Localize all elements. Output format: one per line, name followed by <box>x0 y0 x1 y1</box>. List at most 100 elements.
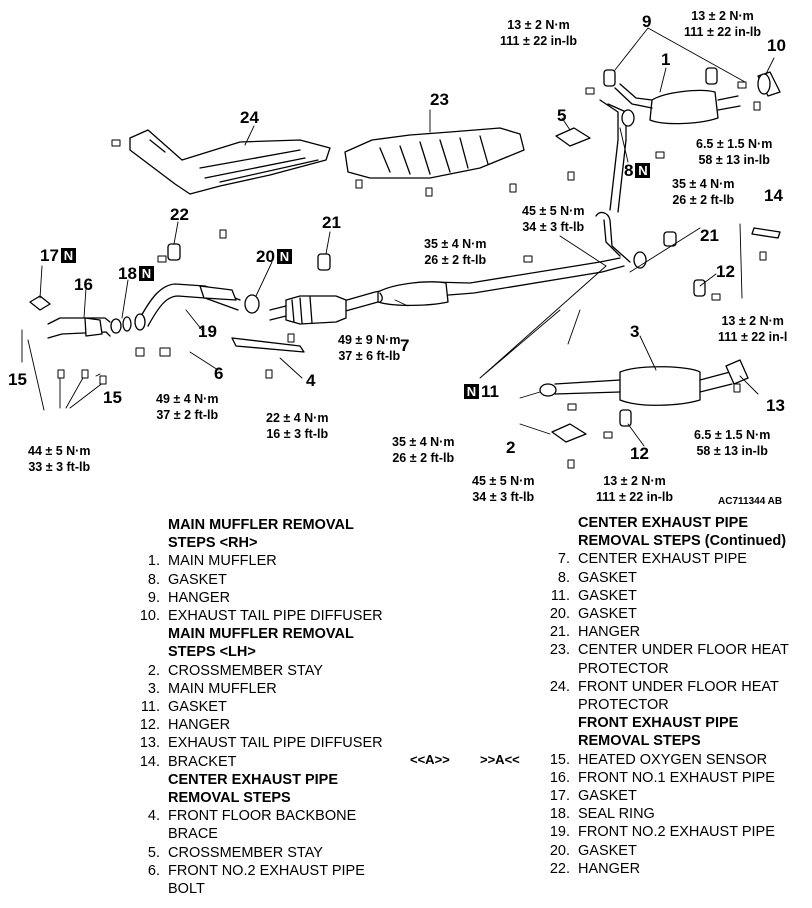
item-number: 22. <box>549 860 570 877</box>
callout-7: 7 <box>400 336 410 355</box>
list-heading: MAIN MUFFLER REMOVAL <box>130 625 410 643</box>
figure-code: AC711344 AB <box>718 496 783 507</box>
backbone-brace-4 <box>231 337 305 353</box>
item-text: HANGER <box>168 589 231 606</box>
item-text: GASKET <box>578 842 637 859</box>
hanger-21-front <box>317 253 331 271</box>
list-heading: STEPS <LH> <box>130 643 410 661</box>
hanger-9a <box>603 69 616 87</box>
item-text: FRONT UNDER FLOOR HEAT <box>578 678 779 695</box>
item-number <box>130 825 168 843</box>
item-number <box>540 532 578 550</box>
item-text: PROTECTOR <box>578 660 669 677</box>
callout-9: 9 <box>642 12 652 31</box>
list-item: 11.GASKET <box>540 587 812 605</box>
callout-15: 15 <box>103 388 122 407</box>
hanger-9b <box>705 67 718 85</box>
callout-1: 1 <box>661 50 671 69</box>
leader-lines <box>21 27 775 447</box>
item-number <box>540 660 578 678</box>
exhaust-parts-drawing <box>21 27 781 469</box>
list-item: 21.HANGER <box>540 623 812 641</box>
item-number: 8. <box>147 571 160 588</box>
list-item: 1.MAIN MUFFLER <box>130 552 410 570</box>
callout-22: 22 <box>170 205 189 224</box>
list-item: BRACE <box>130 825 410 843</box>
list-item: BOLT <box>130 880 410 898</box>
item-number: 7. <box>557 551 570 568</box>
item-text: REMOVAL STEPS <box>168 790 291 807</box>
list-item: 24.FRONT UNDER FLOOR HEAT <box>540 678 812 696</box>
item-number <box>540 732 578 750</box>
list-heading: REMOVAL STEPS <box>130 789 410 807</box>
item-text: FRONT FLOOR BACKBONE <box>168 808 357 825</box>
hanger-22 <box>167 243 181 261</box>
item-number: 8. <box>557 569 570 586</box>
item-number: 6. <box>147 862 160 879</box>
item-text: GASKET <box>168 699 227 716</box>
list-item: PROTECTOR <box>540 660 812 678</box>
item-text: CROSSMEMBER STAY <box>168 844 323 861</box>
callout-21: 21 <box>700 226 719 245</box>
list-item: 8.GASKET <box>130 571 410 589</box>
item-number: 15. <box>549 751 570 768</box>
list-item: 4. FRONT FLOOR BACKBONE <box>130 807 410 825</box>
item-number: 2. <box>147 662 160 679</box>
callout-14: 14 <box>764 186 783 205</box>
front-no1-exhaust-pipe <box>47 316 132 339</box>
item-text: HANGER <box>578 624 641 641</box>
item-number <box>540 514 578 532</box>
item-number <box>130 625 168 643</box>
callout-5: 5 <box>557 106 567 125</box>
item-number: 17. <box>549 788 570 805</box>
item-text: MAIN MUFFLER REMOVAL <box>168 626 354 643</box>
item-text: MAIN MUFFLER <box>168 680 277 697</box>
item-number: 1. <box>147 553 160 570</box>
item-text: GASKET <box>578 606 637 623</box>
list-item: 22.HANGER <box>540 860 812 878</box>
item-text: GASKET <box>578 587 637 604</box>
item-number: 16. <box>549 769 570 786</box>
item-text: SEAL RING <box>578 806 655 823</box>
item-text: HANGER <box>168 717 231 734</box>
callout-19: 19 <box>198 322 217 341</box>
list-item: 20.GASKET <box>540 842 812 860</box>
crossmember-stay-5 <box>555 127 591 147</box>
item-number: 4. <box>147 808 160 825</box>
item-number: 14. <box>139 753 160 770</box>
list-heading: CENTER EXHAUST PIPE <box>540 514 812 532</box>
item-text: BRACKET <box>168 753 237 770</box>
item-number <box>130 789 168 807</box>
item-text: FRONT EXHAUST PIPE <box>578 715 739 732</box>
list-item: PROTECTOR <box>540 696 812 714</box>
gasket-17 <box>29 295 51 311</box>
item-number <box>130 771 168 789</box>
callout-15: 15 <box>8 370 27 389</box>
list-heading: FRONT EXHAUST PIPE <box>540 714 812 732</box>
item-text: BRACE <box>168 826 218 843</box>
list-item: 7. CENTER EXHAUST PIPE <box>540 550 812 568</box>
item-text: CENTER EXHAUST PIPE <box>578 551 747 568</box>
item-text: REMOVAL STEPS (Continued) <box>578 533 787 550</box>
item-number: 18. <box>549 806 570 823</box>
callout-10: 10 <box>767 36 786 55</box>
item-text: CENTER UNDER FLOOR HEAT <box>578 642 789 659</box>
item-text: EXHAUST TAIL PIPE DIFFUSER <box>168 608 383 625</box>
item-text: CENTER EXHAUST PIPE <box>578 515 748 531</box>
center-exhaust-pipe <box>269 257 625 325</box>
rh-connector-pipe <box>595 211 677 269</box>
service-mark-left: <<A>> <box>410 752 450 767</box>
